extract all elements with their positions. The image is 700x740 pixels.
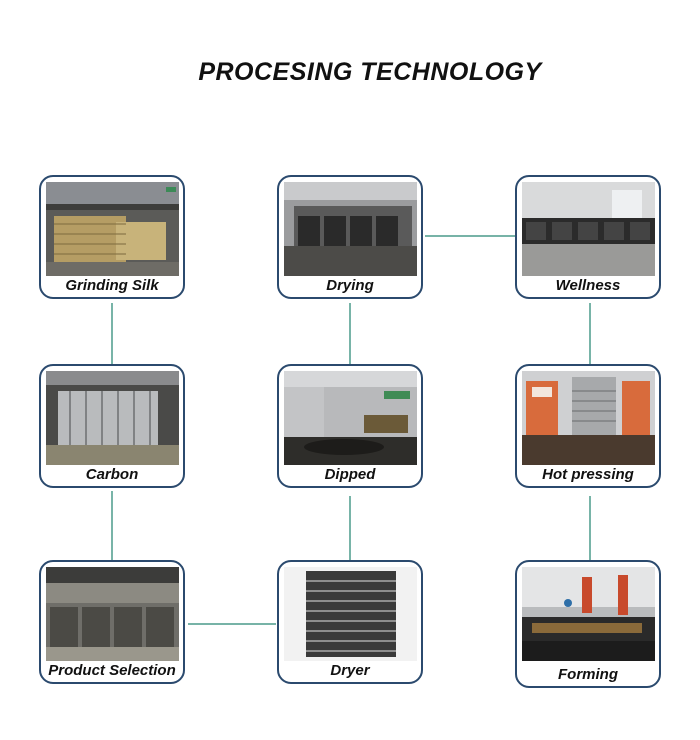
step-card-dipped: Dipped [277,364,423,488]
step-label: Product Selection [48,662,176,679]
step-card-wellness: Wellness [515,175,661,299]
step-label: Carbon [85,466,139,483]
step-label: Drying [326,277,374,294]
step-label: Wellness [555,277,621,294]
grinding-silk-photo [46,182,179,276]
step-card-dryer: Dryer [277,560,423,684]
step-card-grinding-silk: Grinding Silk [39,175,185,299]
hot-pressing-photo [522,371,655,465]
step-label: Hot pressing [542,466,634,483]
dipped-photo [284,371,417,465]
diagram-title: PROCESING TECHNOLOGY [198,58,542,86]
product-selection-photo [46,567,179,661]
step-label: Dryer [330,662,370,679]
step-card-product-selection: Product Selection [39,560,185,684]
step-card-hot-pressing: Hot pressing [515,364,661,488]
carbon-photo [46,371,179,465]
drying-photo [284,182,417,276]
step-card-carbon: Carbon [39,364,185,488]
forming-photo [522,567,655,661]
step-label: Forming [558,666,618,683]
dryer-photo [284,567,417,661]
step-label: Dipped [324,466,376,483]
step-card-forming: Forming [515,560,661,688]
step-card-drying: Drying [277,175,423,299]
step-label: Grinding Silk [65,277,159,294]
wellness-photo [522,182,655,276]
